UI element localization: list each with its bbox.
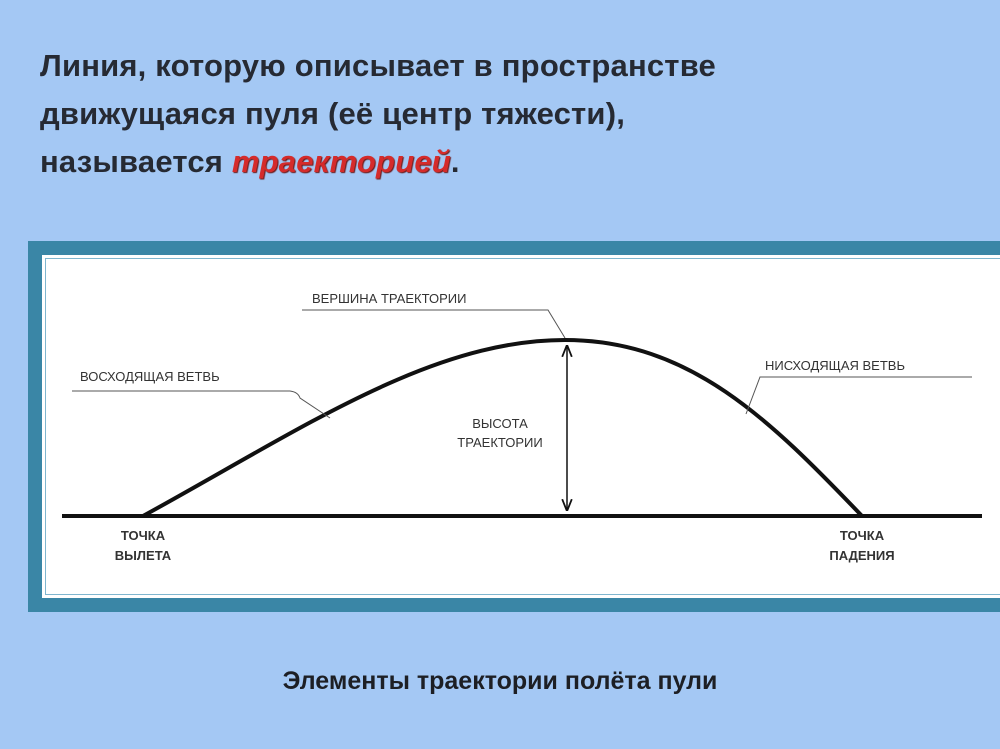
diagram-panel <box>42 255 1000 598</box>
ascending-label: ВОСХОДЯЩАЯ ВЕТВЬ <box>80 369 220 384</box>
descending-label: НИСХОДЯЩАЯ ВЕТВЬ <box>765 358 905 373</box>
descending-leader <box>745 376 972 415</box>
title-line-3: называется траекторией. <box>40 138 716 186</box>
trajectory-curve <box>142 337 864 518</box>
ascending-leader <box>72 390 331 419</box>
height-label-line2: ТРАЕКТОРИИ <box>457 435 542 450</box>
title-accent-word: траекторией <box>231 144 451 179</box>
apex-leader <box>302 309 566 339</box>
title-suffix: . <box>450 144 460 179</box>
launch-label-line1: ТОЧКА <box>121 528 166 543</box>
impact-label-line2: ПАДЕНИЯ <box>829 548 894 563</box>
title-line-2: движущаяся пуля (её центр тяжести), <box>40 96 626 131</box>
impact-label-line1: ТОЧКА <box>840 528 885 543</box>
height-label-line1: ВЫСОТА <box>472 416 528 431</box>
diagram-caption: Элементы траектории полёта пули <box>282 667 718 695</box>
slide-title: Линия, которую описывает в пространстве … <box>40 42 716 186</box>
launch-label-line2: ВЫЛЕТА <box>115 548 172 563</box>
apex-label: ВЕРШИНА ТРАЕКТОРИИ <box>312 291 466 306</box>
title-prefix: называется <box>40 144 232 179</box>
title-line-1: Линия, которую описывает в пространстве <box>40 48 716 83</box>
